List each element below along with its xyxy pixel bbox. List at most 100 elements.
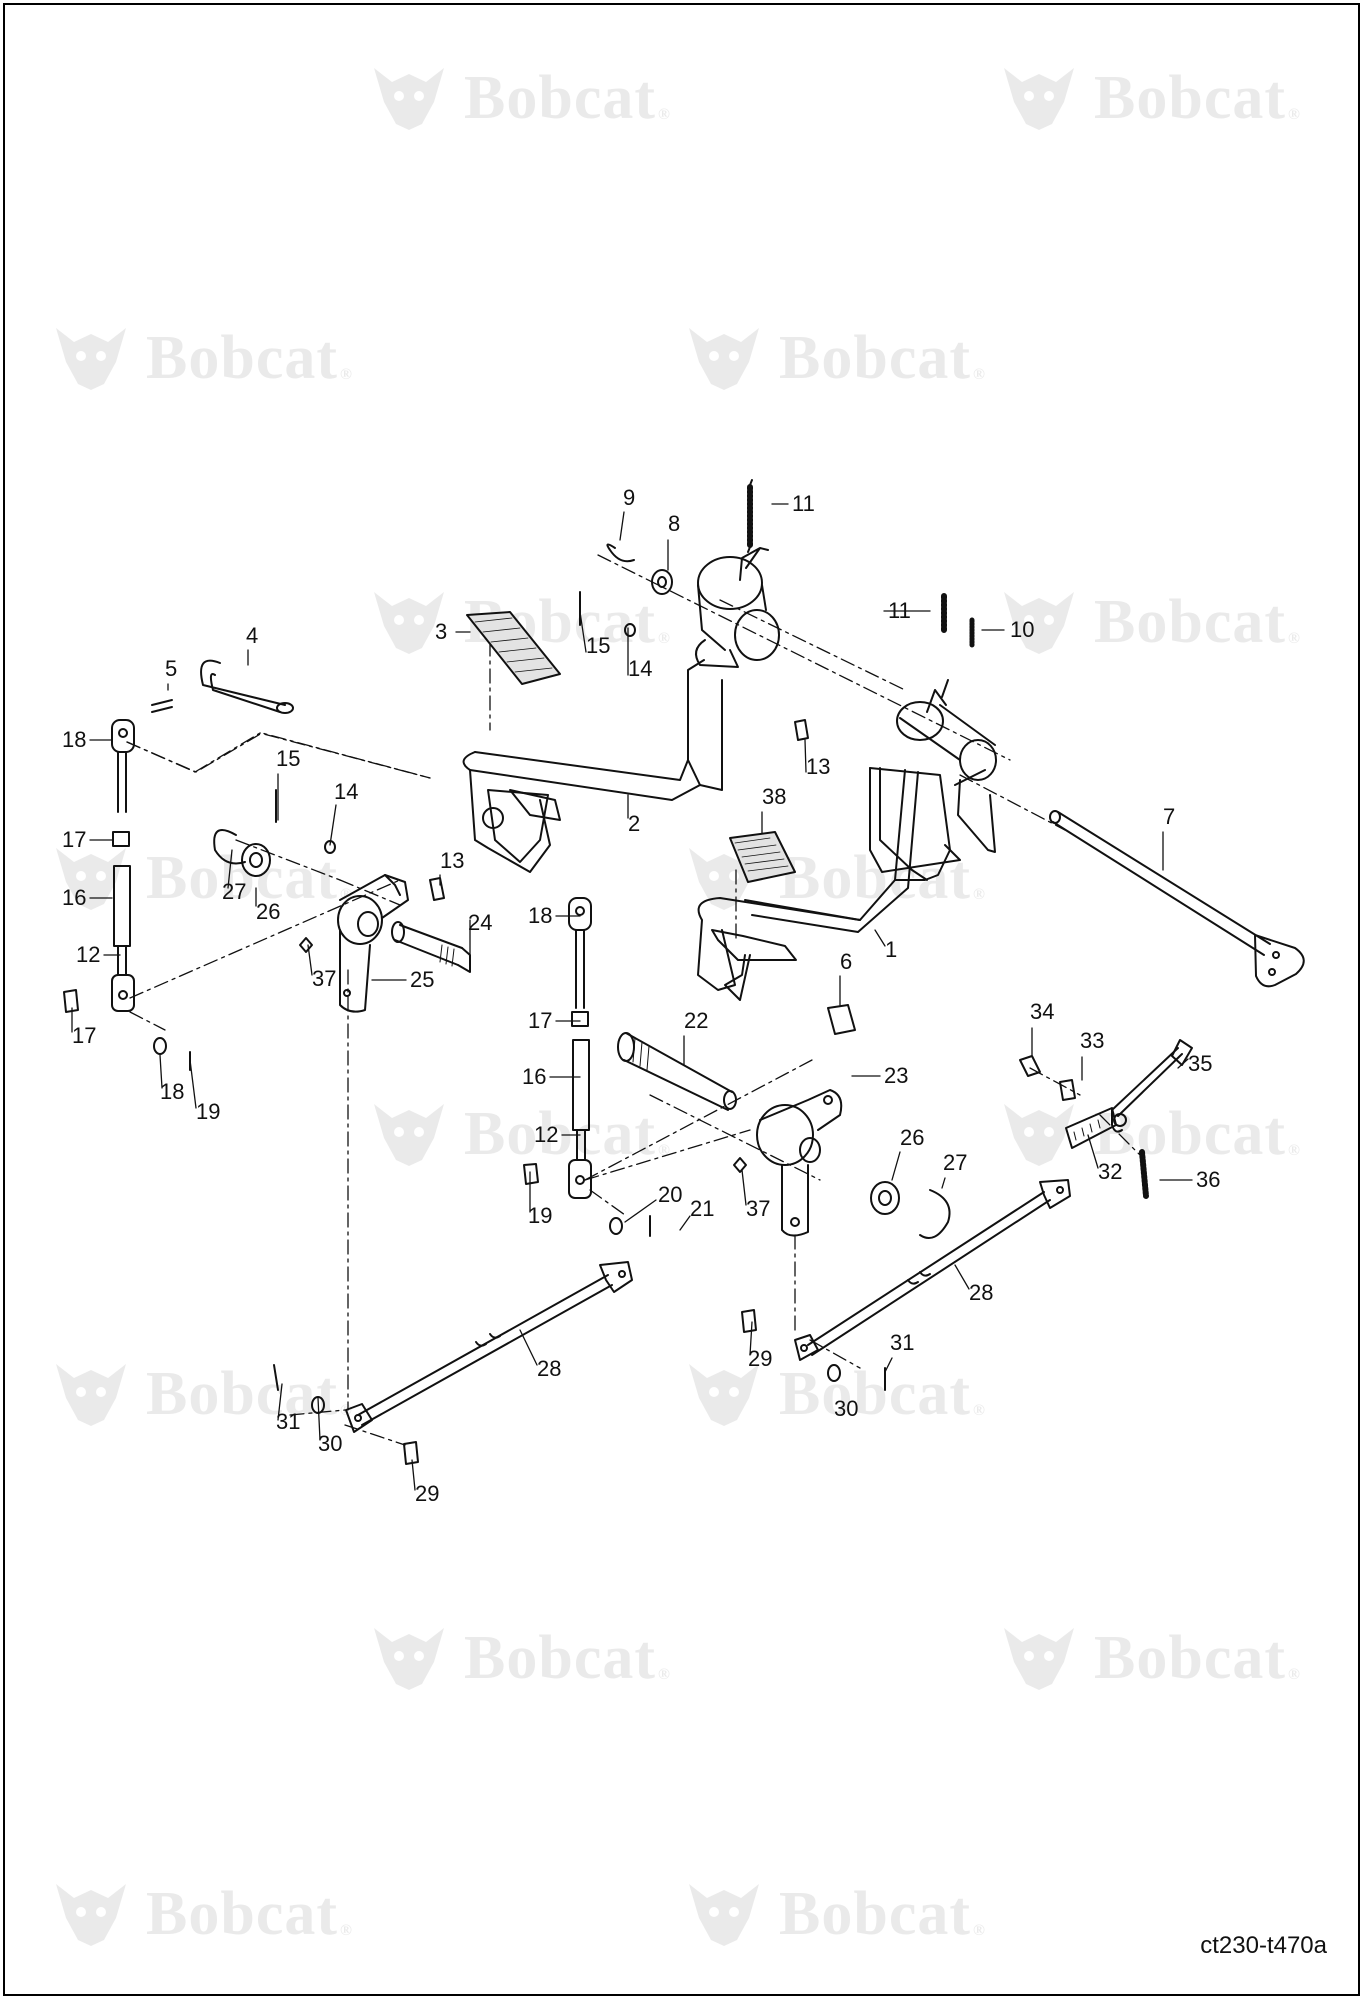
watermark-registered: ®	[1288, 1666, 1301, 1683]
watermark-text: Bobcat	[146, 323, 338, 392]
watermark-text: Bobcat	[464, 1099, 656, 1168]
watermark: Bobcat®	[1000, 1098, 1301, 1170]
watermark: Bobcat®	[370, 1622, 671, 1694]
bobcat-logo-icon	[374, 1104, 444, 1166]
cotter-pin-31-left	[273, 1364, 279, 1391]
watermark-text: Bobcat	[1094, 63, 1286, 132]
watermark-registered: ®	[340, 1922, 353, 1939]
bobcat-logo-icon	[374, 1628, 444, 1690]
lever-23	[756, 1089, 843, 1237]
washer-14-left	[324, 840, 336, 854]
callout-17: 17	[72, 1023, 97, 1048]
watermark-text: Bobcat	[779, 323, 971, 392]
watermark: Bobcat®	[685, 1358, 986, 1430]
assembly-guide-lines	[126, 554, 1146, 1446]
rod-assembly-center	[568, 897, 592, 1199]
callout-36: 36	[1196, 1167, 1221, 1192]
callout-9: 9	[623, 485, 636, 510]
callout-31: 31	[890, 1330, 915, 1355]
rod-35	[1111, 1039, 1193, 1133]
washer-30-left	[311, 1396, 325, 1414]
callout-18: 18	[62, 727, 87, 752]
callout-14: 14	[334, 779, 359, 804]
pin-19-center	[523, 1163, 539, 1185]
callout-19: 19	[528, 1203, 553, 1228]
pin-13	[794, 719, 809, 741]
watermark-registered: ®	[340, 886, 353, 903]
callout-8: 8	[668, 511, 681, 536]
control-rod-28-right	[794, 1179, 1071, 1361]
washer-30-right	[827, 1364, 841, 1382]
watermark-text: Bobcat	[779, 843, 971, 912]
pin-13-left	[429, 877, 445, 901]
callout-6: 6	[840, 949, 853, 974]
watermark-registered: ®	[1288, 630, 1301, 647]
bobcat-logo-icon	[374, 68, 444, 130]
watermark: Bobcat®	[370, 62, 671, 134]
callout-5: 5	[165, 656, 178, 681]
callout-11: 11	[888, 598, 911, 623]
watermark-text: Bobcat	[1094, 587, 1286, 656]
callout-14: 14	[628, 656, 653, 681]
bracket-32	[1065, 1107, 1117, 1149]
watermark: Bobcat®	[370, 1098, 671, 1170]
callout-28: 28	[969, 1280, 994, 1305]
watermark-registered: ®	[973, 1402, 986, 1419]
callout-22: 22	[684, 1008, 709, 1033]
watermark-text: Bobcat	[464, 63, 656, 132]
callout-4: 4	[246, 623, 259, 648]
pin-17-left	[63, 989, 79, 1013]
pin-5	[151, 699, 173, 713]
watermark-registered: ®	[1288, 1142, 1301, 1159]
watermark-text: Bobcat	[1094, 1099, 1286, 1168]
callout-leaders	[71, 503, 1193, 1491]
watermark-registered: ®	[1288, 106, 1301, 123]
bobcat-logo-icon	[689, 328, 759, 390]
control-rod-28-left	[345, 1261, 633, 1433]
watermark: Bobcat®	[1000, 62, 1301, 134]
snap-ring-9	[606, 543, 635, 563]
bobcat-logo-icon	[689, 1364, 759, 1426]
callout-30: 30	[834, 1396, 859, 1421]
watermark: Bobcat®	[1000, 586, 1301, 658]
collar-33	[1059, 1079, 1076, 1101]
callout-28: 28	[537, 1356, 562, 1381]
callout-15: 15	[586, 633, 611, 658]
callout-26: 26	[900, 1125, 925, 1150]
watermark-text: Bobcat	[146, 1359, 338, 1428]
callout-16: 16	[62, 885, 87, 910]
pin-29-right	[741, 1309, 757, 1333]
washer-8	[651, 569, 673, 595]
watermark-text: Bobcat	[779, 1359, 971, 1428]
watermark-text: Bobcat	[146, 1879, 338, 1948]
bobcat-logo-icon	[56, 328, 126, 390]
washer-26-right	[870, 1181, 900, 1215]
callout-32: 32	[1098, 1159, 1123, 1184]
pin-29-left	[403, 1441, 419, 1465]
callout-27: 27	[943, 1150, 968, 1175]
watermark: Bobcat®	[52, 1878, 353, 1950]
watermark: Bobcat®	[685, 322, 986, 394]
callout-3: 3	[435, 619, 448, 644]
watermark: Bobcat®	[685, 1878, 986, 1950]
callout-37: 37	[312, 966, 337, 991]
callout-1: 1	[885, 937, 898, 962]
callout-26: 26	[256, 899, 281, 924]
pedal-arm-2	[462, 547, 780, 873]
washer-26-left	[241, 843, 271, 877]
watermark-text: Bobcat	[146, 843, 338, 912]
lever-25	[337, 874, 409, 1013]
watermark-registered: ®	[658, 1142, 671, 1159]
callout-7: 7	[1163, 804, 1176, 829]
spring-36	[1139, 1149, 1149, 1199]
callout-27: 27	[222, 879, 247, 904]
callout-33: 33	[1080, 1028, 1105, 1053]
callout-12: 12	[76, 942, 101, 967]
callout-2: 2	[628, 811, 641, 836]
callout-29: 29	[415, 1481, 440, 1506]
bobcat-logo-icon	[1004, 592, 1074, 654]
bobcat-logo-icon	[56, 848, 126, 910]
snap-ring-27-right	[919, 1189, 951, 1239]
callout-12: 12	[534, 1122, 559, 1147]
